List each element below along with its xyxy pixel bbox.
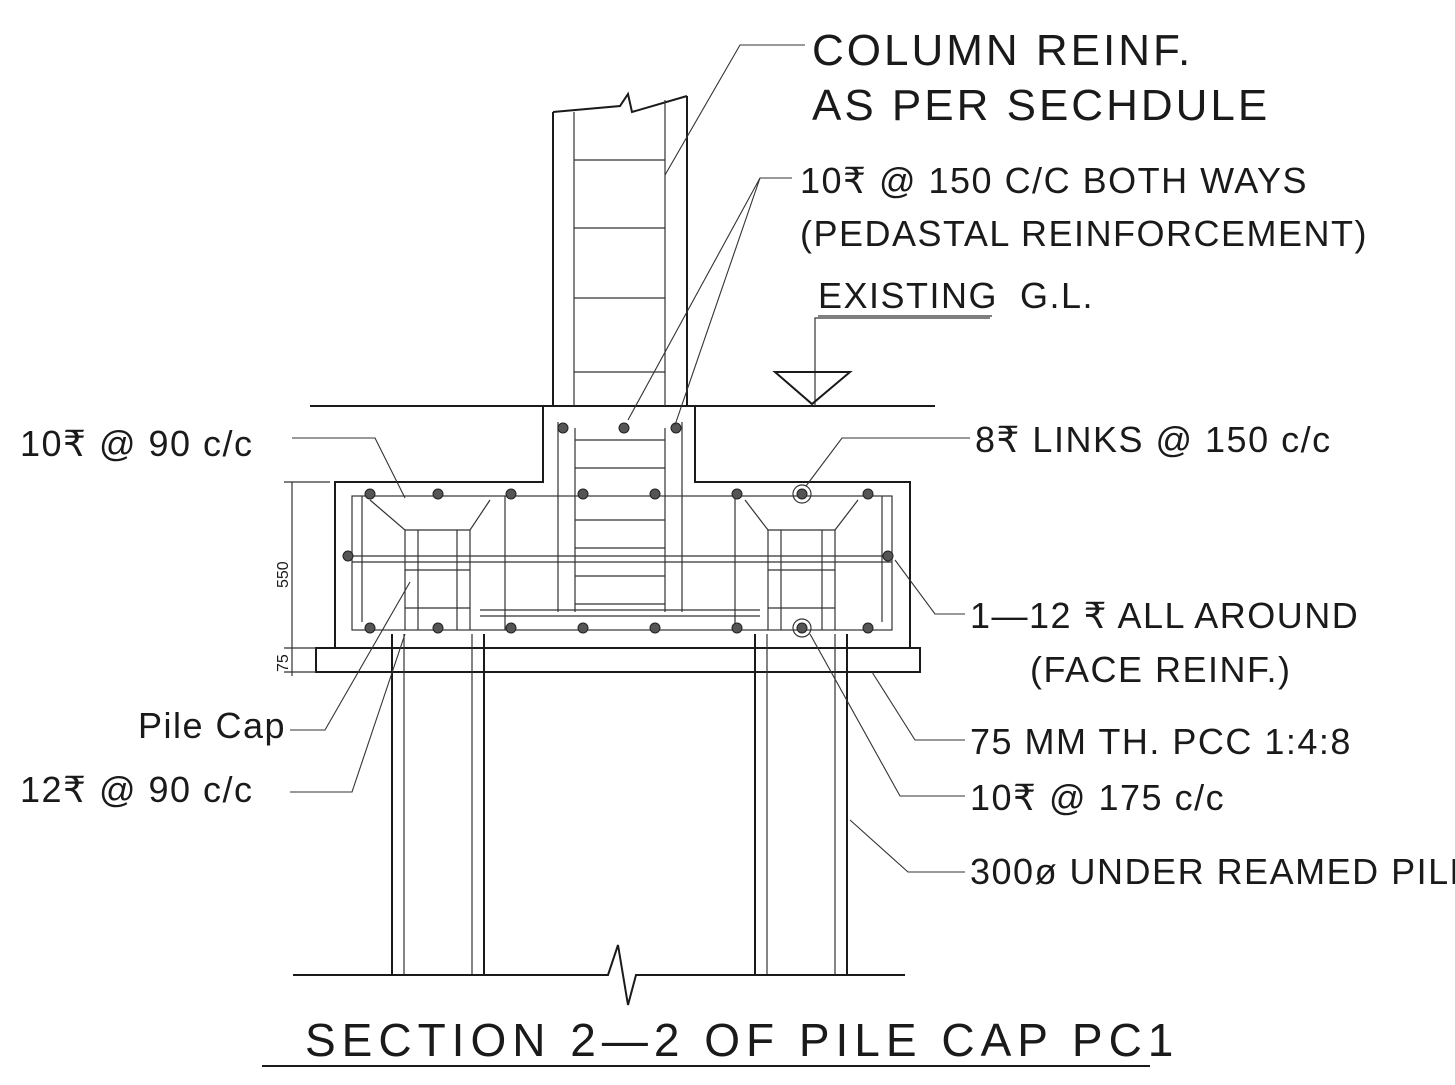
pedestal: [334, 406, 911, 649]
label-as-per-schedule: AS PER SECHDULE: [812, 81, 1270, 130]
left-pile: [391, 634, 485, 975]
pcc-bed: [315, 647, 921, 673]
label-pcc: 75 MM TH. PCC 1:4:8: [970, 721, 1352, 762]
dim-550: 550: [275, 561, 292, 588]
cap-reinforcement: [351, 495, 893, 631]
column: [552, 91, 688, 406]
label-pile-cap: Pile Cap: [138, 705, 286, 746]
rebar-dots: [342, 422, 894, 638]
label-links: 8₹ LINKS @ 150 c/c: [975, 419, 1332, 460]
dimension: 550 75: [275, 481, 330, 676]
label-face-reinf: 1—12 ₹ ALL AROUND: [970, 595, 1359, 636]
gl-marker: [772, 317, 990, 406]
label-pedestal-reinforcement: (PEDASTAL REINFORCEMENT): [800, 213, 1368, 254]
break-line: [293, 944, 905, 1006]
right-pile: [754, 634, 848, 975]
label-pedestal-bars: 10₹ @ 150 C/C BOTH WAYS: [800, 160, 1308, 201]
label-cap-bars: 12₹ @ 90 c/c: [20, 769, 254, 810]
label-face-reinf-note: (FACE REINF.): [1030, 649, 1292, 690]
label-existing: EXISTING: [818, 275, 998, 316]
drawing-title: SECTION 2—2 OF PILE CAP PC1: [305, 1014, 1179, 1066]
label-pile: 300ø UNDER REAMED PILE: [970, 851, 1455, 892]
label-column-reinf: COLUMN REINF.: [812, 26, 1193, 75]
label-bottom-bars: 10₹ @ 175 c/c: [970, 777, 1225, 818]
leaders: [290, 44, 970, 873]
label-gl: G.L.: [1020, 275, 1094, 316]
label-top-bars: 10₹ @ 90 c/c: [20, 423, 254, 464]
dim-75: 75: [275, 654, 292, 672]
